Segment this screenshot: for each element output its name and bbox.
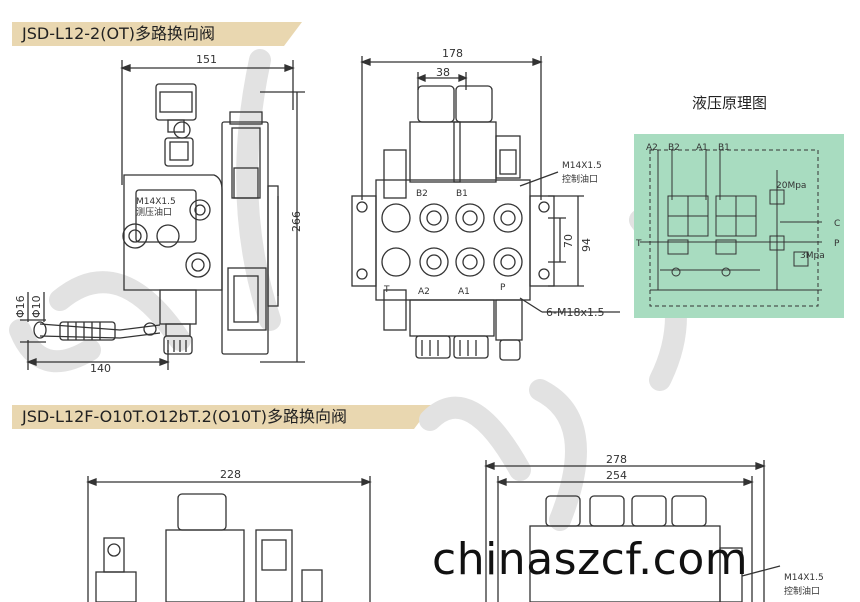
port-b1: B1 <box>456 189 468 199</box>
dim-phi16: Φ16 <box>14 295 27 318</box>
dim-178: 178 <box>442 47 463 60</box>
schem-t: T <box>635 239 642 249</box>
section-title-top: JSD-L12-2(OT)多路换向阀 <box>12 22 302 46</box>
schem-c: C <box>834 219 840 229</box>
schem-a2: A2 <box>646 143 658 153</box>
dim-278: 278 <box>606 453 627 466</box>
schem-20mpa: 20Mpa <box>776 181 806 191</box>
site-watermark: chinaszcf.com <box>432 534 749 585</box>
dim-151: 151 <box>196 53 217 66</box>
side-view-valve <box>20 60 305 370</box>
port-p: P <box>500 283 506 293</box>
port-size-bottom: M14X1.5 <box>784 573 824 583</box>
front-view-valve <box>351 56 620 361</box>
port-b2: B2 <box>416 189 428 199</box>
dim-phi10: Φ10 <box>30 295 43 318</box>
port-t: T <box>383 285 390 295</box>
port-a2: A2 <box>418 287 430 297</box>
port-label-middle: 控制油口 <box>562 173 598 185</box>
dim-94: 94 <box>580 238 593 252</box>
dim-70: 70 <box>562 234 575 248</box>
schematic-panel <box>634 134 844 318</box>
bottom-left-valve <box>86 476 372 602</box>
hydraulic-schematic <box>640 149 822 307</box>
schematic-title: 液压原理图 <box>692 94 768 112</box>
port-label-bottom: 控制油口 <box>784 585 820 597</box>
bottom-right-valve <box>484 460 781 602</box>
background-watermark-strokes <box>9 49 687 531</box>
dim-228: 228 <box>220 468 241 481</box>
dim-38: 38 <box>436 66 450 79</box>
dim-254: 254 <box>606 469 627 482</box>
schem-b2: B2 <box>668 143 680 153</box>
port-a1: A1 <box>458 287 470 297</box>
port-size-left: M14X1.5 <box>136 197 176 207</box>
schem-p: P <box>834 239 840 249</box>
dim-140: 140 <box>90 362 111 375</box>
port-size-middle: M14X1.5 <box>562 161 602 171</box>
schem-3mpa: 3Mpa <box>800 251 825 261</box>
schem-b1: B1 <box>718 143 730 153</box>
bolt-spec: 6-M18x1.5 <box>546 306 604 319</box>
port-label-left: 测压油口 <box>136 206 172 218</box>
schem-a1: A1 <box>696 143 708 153</box>
dim-266: 266 <box>290 211 303 232</box>
